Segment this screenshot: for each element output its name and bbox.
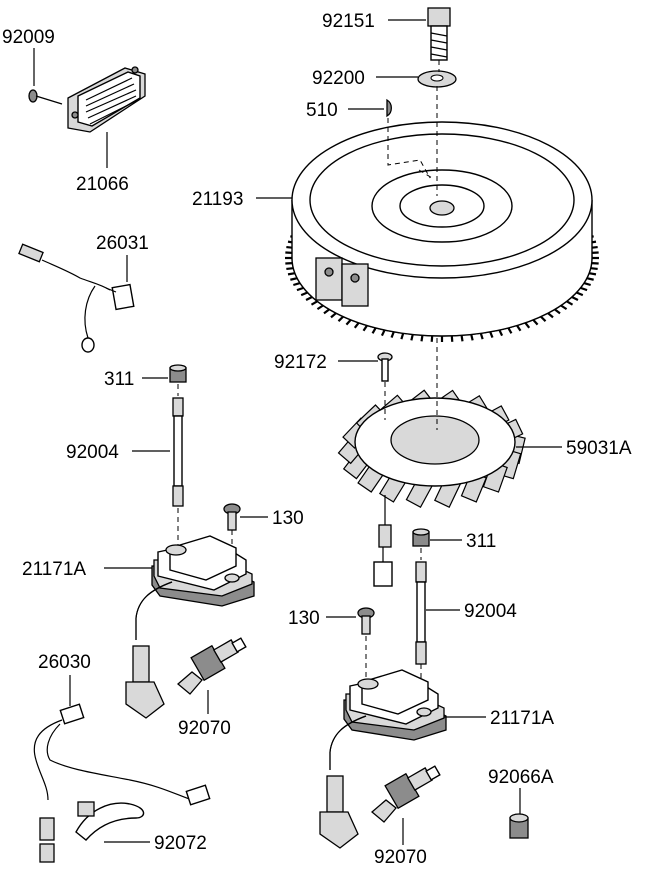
harness-26030	[33, 703, 211, 863]
gear-tooth	[323, 308, 330, 315]
cable-tie	[75, 802, 145, 841]
gear-tooth	[345, 319, 352, 326]
gear-tooth	[524, 322, 531, 329]
flywheel-bolt	[427, 7, 451, 61]
label-21171A-right: 21171A	[490, 708, 554, 729]
label-311-right: 311	[466, 531, 496, 552]
gear-tooth	[489, 331, 494, 338]
washer	[417, 70, 457, 88]
gear-tooth	[547, 312, 554, 319]
label-311-left: 311	[104, 369, 134, 390]
ring-gear-teeth	[285, 229, 599, 342]
label-130-right: 130	[288, 608, 320, 629]
label-26030: 26030	[38, 652, 91, 673]
label-21193: 21193	[192, 189, 243, 210]
label-92066A: 92066A	[488, 767, 554, 788]
gear-tooth	[460, 335, 464, 342]
label-92151: 92151	[322, 11, 375, 32]
gear-tooth	[560, 304, 568, 311]
gear-tooth	[470, 334, 474, 341]
gear-tooth	[290, 277, 298, 281]
gear-tooth	[540, 315, 547, 322]
screw-130-left	[223, 503, 241, 531]
stator	[337, 389, 526, 587]
gear-tooth	[300, 291, 308, 297]
flywheel-magnet-left	[315, 257, 343, 301]
cap-92066A	[509, 813, 529, 839]
flywheel	[285, 121, 599, 342]
label-92072: 92072	[154, 833, 207, 854]
ignition-coil-right	[319, 669, 447, 849]
gear-tooth	[380, 329, 386, 337]
label-92070-right: 92070	[374, 847, 427, 868]
gear-tooth	[410, 334, 414, 341]
leader-lines	[33, 19, 562, 845]
gear-tooth	[554, 308, 561, 315]
gear-tooth	[498, 329, 504, 337]
gear-tooth	[353, 322, 360, 329]
gear-tooth	[571, 296, 579, 301]
label-21066: 21066	[76, 174, 129, 195]
gear-tooth	[371, 327, 377, 334]
stator-screw	[377, 352, 393, 382]
screw-130-right	[357, 607, 375, 635]
gear-tooth	[583, 282, 591, 287]
gear-tooth	[305, 296, 313, 301]
label-21171A-left: 21171A	[22, 559, 86, 580]
gear-tooth	[580, 286, 588, 292]
spark-plug-right	[370, 765, 441, 823]
gear-tooth	[576, 291, 584, 297]
label-59031A: 59031A	[566, 438, 632, 459]
gear-tooth	[316, 304, 324, 311]
stator-connector	[373, 561, 393, 587]
label-92004-right: 92004	[464, 601, 517, 622]
nut-311-left	[169, 364, 187, 383]
cable-tie-clip	[77, 801, 95, 817]
gear-tooth	[532, 319, 539, 326]
gear-tooth	[516, 324, 522, 332]
label-26031: 26031	[96, 233, 149, 254]
label-130-left: 130	[272, 508, 304, 529]
gear-tooth	[310, 300, 318, 306]
part-number-labels: 92009 21066 26031 311 92004 130 21171A 2…	[2, 11, 632, 868]
nut-311-right	[412, 528, 430, 547]
gear-tooth	[479, 333, 484, 340]
gear-tooth	[296, 286, 304, 292]
harness-26031	[18, 243, 135, 353]
gear-tooth	[590, 267, 598, 271]
gear-tooth	[588, 272, 597, 276]
gear-tooth	[337, 315, 344, 322]
gear-tooth	[586, 277, 594, 281]
gear-tooth	[507, 327, 513, 334]
label-92009: 92009	[2, 27, 55, 48]
woodruff-key	[386, 98, 392, 118]
gear-tooth	[566, 300, 574, 306]
spark-plug-left	[176, 637, 247, 695]
label-510: 510	[306, 100, 338, 121]
regulator	[67, 66, 146, 133]
regulator-screw	[28, 89, 63, 105]
label-92070-left: 92070	[178, 718, 231, 739]
label-92200: 92200	[312, 68, 365, 89]
gear-tooth	[293, 282, 301, 287]
stud-92004-left	[172, 397, 184, 507]
gear-tooth	[287, 272, 296, 276]
label-92004-left: 92004	[66, 442, 119, 463]
flywheel-magnet-right	[341, 263, 369, 307]
gear-tooth	[420, 335, 424, 342]
gear-tooth	[400, 333, 405, 340]
gear-tooth	[362, 324, 368, 332]
label-92172: 92172	[274, 352, 327, 373]
stud-92004-right	[415, 561, 427, 665]
gear-tooth	[390, 331, 395, 338]
gear-tooth	[330, 312, 337, 319]
ignition-coil-left	[125, 535, 255, 719]
gear-tooth	[286, 267, 294, 271]
